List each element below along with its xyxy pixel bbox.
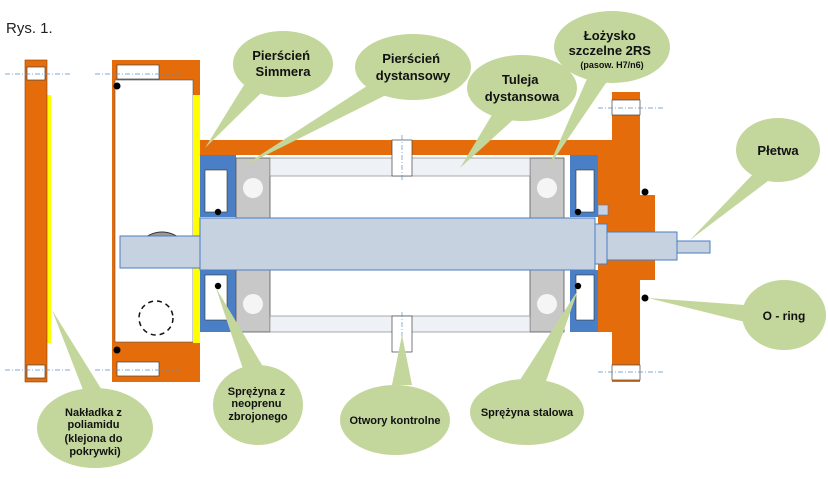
svg-text:Płetwa: Płetwa (757, 143, 799, 158)
svg-text:Otwory kontrolne: Otwory kontrolne (349, 415, 440, 427)
callout-inspection-holes: Otwory kontrolne (340, 335, 450, 455)
callout-fin: Płetwa (690, 118, 820, 240)
svg-text:Tuleja dystansowa: Tuleja dystansowa (485, 72, 560, 104)
callout-bearing: Łożysko szczelne 2RS (pasow. H7/n6) (548, 11, 670, 168)
callout-spacer-sleeve: Tuleja dystansowa (460, 55, 577, 168)
polyamide-strip-outer (47, 95, 51, 343)
figure-label: Rys. 1. (6, 20, 53, 37)
polyamide-cover (193, 95, 200, 343)
callout-text-line: Sprężyna stalowa (481, 407, 574, 419)
callout-text-line: (pasow. H7/n6) (580, 60, 643, 70)
inspection-holes (391, 135, 413, 356)
callout-text-line: (klejona do (64, 433, 122, 445)
callout-text-line: Sprężyna z (228, 386, 286, 398)
callout-text-line: O - ring (763, 309, 806, 323)
left-flange (95, 60, 200, 382)
callout-spacer-ring: Pierścień dystansowy (240, 34, 471, 168)
left-cover-plate (5, 59, 70, 383)
callout-text-line: zbrojonego (228, 411, 288, 423)
shaft (119, 204, 711, 271)
callout-text-line: Simmera (256, 64, 312, 79)
svg-text:Łożysko szczelne 2RS: Łożysko szczelne 2RS (pasow. H7/n6) (569, 27, 656, 70)
callouts: Pierścień Simmera Pierścień dystansowy T… (37, 11, 826, 468)
callout-text-line: neoprenu (231, 398, 281, 410)
callout-text-line: Otwory kontrolne (349, 415, 440, 427)
callout-text-line: Płetwa (757, 143, 799, 158)
callout-text-line: Tuleja (502, 72, 539, 87)
callout-text-line: Pierścień (252, 48, 310, 63)
callout-steel-spring: Sprężyna stalowa (470, 290, 584, 445)
callout-text-line: szczelne 2RS (569, 43, 652, 58)
callout-text-line: poliamidu (67, 419, 119, 431)
svg-text:Sprężyna stalowa: Sprężyna stalowa (481, 407, 574, 419)
callout-o-ring: O - ring (648, 280, 826, 350)
svg-text:Pierścień dystansowy: Pierścień dystansowy (376, 51, 451, 83)
callout-text-line: Pierścień (382, 51, 440, 66)
callout-neoprene-spring: Sprężyna z neoprenu zbrojonego (213, 288, 303, 445)
seals (200, 155, 598, 332)
bearings (235, 157, 565, 333)
svg-text:Nakładka z poliamidu: Nakładka z poliamidu (klejona do pokrywk… (64, 407, 125, 458)
callout-text-line: dystansowa (485, 89, 560, 104)
callout-polyamide-cover: Nakładka z poliamidu (klejona do pokrywk… (37, 310, 153, 468)
svg-text:Pierścień Simmera: Pierścień Simmera (252, 48, 313, 79)
callout-simmer-ring: Pierścień Simmera (205, 31, 333, 148)
svg-text:Sprężyna z neoprenu: Sprężyna z neoprenu zbrojonego (228, 386, 289, 423)
callout-text-line: Nakładka z (65, 407, 122, 419)
callout-text-line: Łożysko (584, 28, 636, 43)
callout-text-line: dystansowy (376, 68, 451, 83)
svg-text:O - ring: O - ring (763, 309, 806, 323)
callout-text-line: pokrywki) (69, 446, 121, 458)
